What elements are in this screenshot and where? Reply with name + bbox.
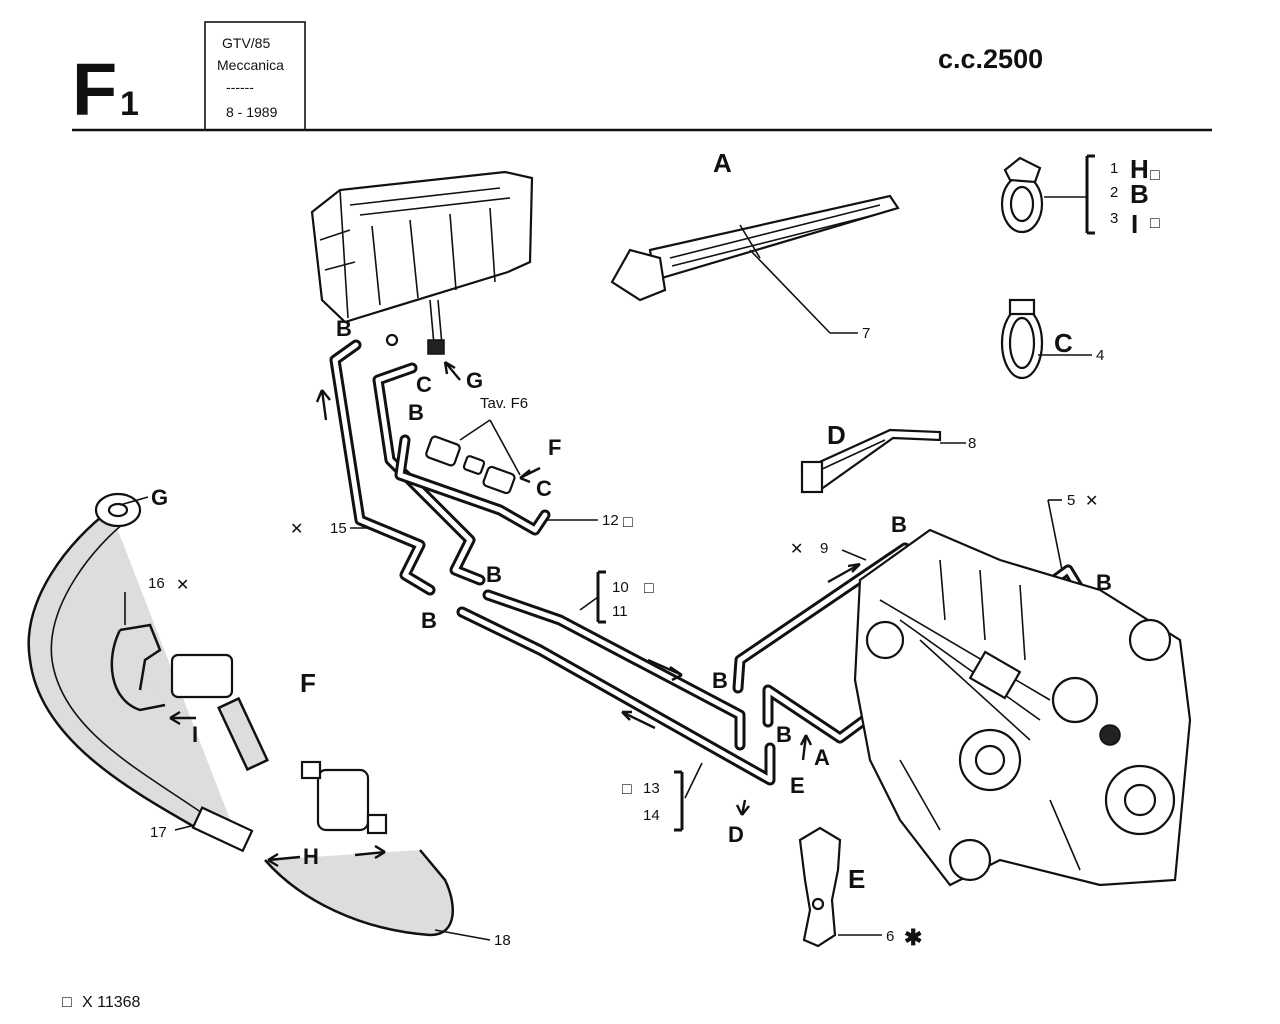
inline-filter-f6 (425, 419, 521, 495)
header-separator: ------ (226, 79, 254, 95)
flow-arrows (315, 389, 861, 730)
part-number-7: 7 (862, 325, 870, 342)
engine-block (853, 528, 1192, 887)
main-line-13-14 (456, 606, 776, 786)
label-b-line-end-2: B (776, 722, 792, 747)
part-number-16: 16 (148, 575, 165, 592)
mark-box-1: □ (1150, 167, 1160, 184)
label-b-engine-9: B (891, 512, 907, 537)
fuel-line-15 (329, 339, 436, 596)
return-line (372, 362, 486, 586)
part-number-2: 2 (1110, 184, 1118, 201)
label-b-junction-1: B (486, 562, 502, 587)
header-date: 8 - 1989 (226, 104, 278, 120)
band-clamp-c (1000, 298, 1044, 380)
section-letter: F (72, 48, 117, 131)
mark-star-6: ✱ (904, 925, 922, 950)
label-e-clip: E (848, 864, 865, 894)
engine-line-9 (732, 542, 911, 694)
footer-code-symbol: □ (62, 994, 72, 1011)
mark-box-13: □ (622, 781, 632, 798)
bracket-13-14 (674, 770, 684, 832)
part-number-12: 12 (602, 512, 619, 529)
detail-f-pump-hoses (27, 492, 454, 937)
mark-cross-9: ✕ (790, 541, 803, 558)
spring-clamp-1-3 (1000, 156, 1044, 234)
leader-lines (119, 249, 1092, 941)
mark-box-10: □ (644, 580, 654, 597)
label-h: H (1130, 154, 1149, 184)
filter-hose-12 (394, 434, 551, 536)
label-f-detail: F (300, 668, 316, 698)
bracket-10-11 (596, 570, 606, 624)
hose-clamp-a (610, 194, 900, 302)
label-b-engine-5: B (1096, 570, 1112, 595)
part-number-5: 5 (1067, 492, 1075, 509)
mark-box-3: □ (1150, 215, 1160, 232)
mark-cross-5: ✕ (1085, 493, 1098, 510)
header-displacement: c.c.2500 (938, 44, 1043, 74)
part-number-18: 18 (494, 932, 511, 949)
part-number-1: 1 (1110, 160, 1118, 177)
label-b-junction-2: B (421, 608, 437, 633)
label-f-filter: F (548, 435, 561, 460)
footer-code: X 11368 (82, 994, 141, 1011)
part-number-14: 14 (643, 807, 660, 824)
part-number-3: 3 (1110, 210, 1118, 227)
part-number-13: 13 (643, 780, 660, 797)
label-b-line-end-1: B (712, 668, 728, 693)
support-bracket-d (800, 428, 942, 494)
label-c-clamp: C (1054, 328, 1073, 358)
label-d-bracket: D (827, 420, 846, 450)
mark-box-12: □ (623, 514, 633, 531)
label-b: B (1130, 179, 1149, 209)
header-model: GTV/85 (222, 35, 270, 51)
label-g-detail: G (151, 485, 168, 510)
reference-tav: Tav. F6 (480, 395, 528, 412)
main-line-10-11 (482, 589, 746, 751)
mark-cross-15: ✕ (290, 521, 303, 538)
part-number-4: 4 (1096, 347, 1104, 364)
part-number-9: 9 (820, 540, 828, 557)
header-group: Meccanica (217, 57, 284, 73)
label-a-engine: A (814, 745, 830, 770)
part-number-17: 17 (150, 824, 167, 841)
part-number-10: 10 (612, 579, 629, 596)
label-c-filter: C (536, 476, 552, 501)
label-h-detail: H (303, 844, 319, 869)
part-number-15: 15 (330, 520, 347, 537)
retaining-clip-e (798, 826, 842, 948)
mark-cross-16: ✕ (176, 577, 189, 594)
section-number: 1 (120, 85, 139, 123)
engine-line-5 (762, 564, 1091, 744)
part-number-6: 6 (886, 928, 894, 945)
label-d-line: D (728, 822, 744, 847)
label-e-engine: E (790, 773, 805, 798)
label-a-clamp: A (713, 148, 732, 178)
label-b-filter: B (408, 400, 424, 425)
label-c-tank: C (416, 372, 432, 397)
part-number-8: 8 (968, 435, 976, 452)
label-i-detail: I (192, 722, 198, 747)
fuel-tank (310, 170, 534, 355)
label-g-tank: G (466, 368, 483, 393)
part-number-11: 11 (612, 603, 628, 620)
label-i: I (1131, 209, 1138, 239)
label-b-tank: B (336, 316, 352, 341)
detail-arrows (169, 360, 813, 868)
